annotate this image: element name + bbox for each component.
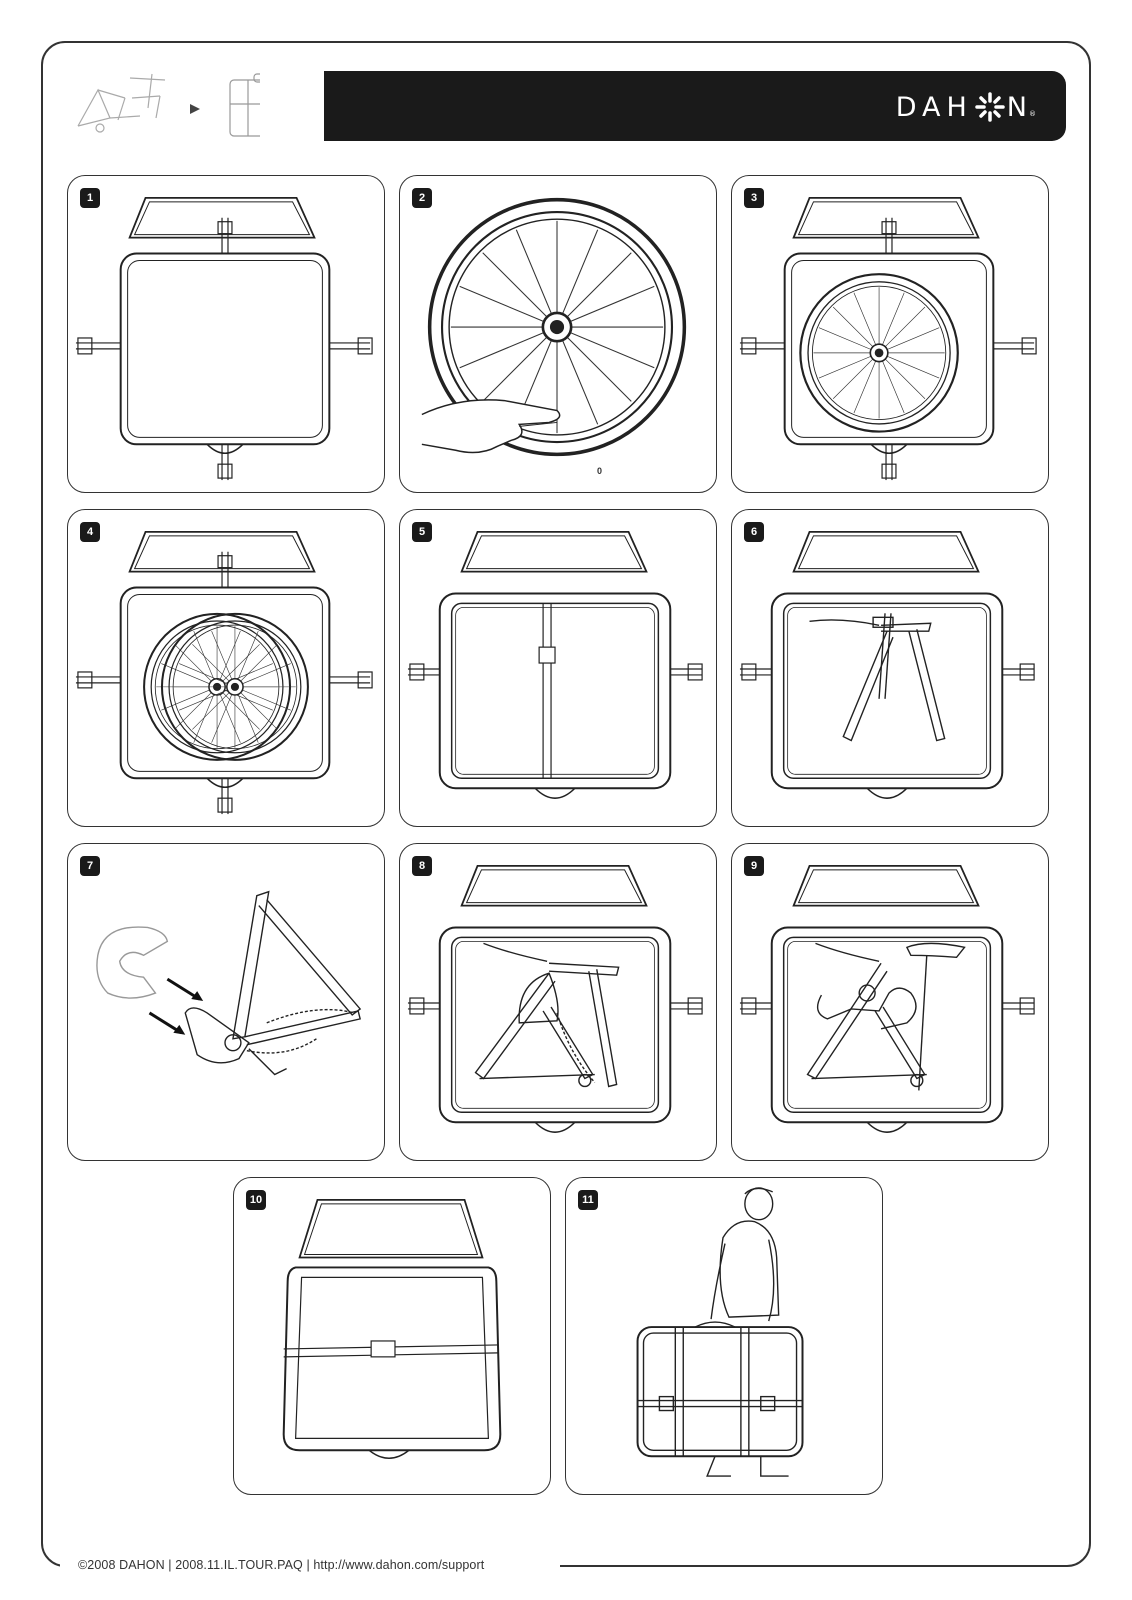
step-panel-3: 3 (731, 175, 1049, 493)
step-number-badge: 4 (80, 522, 100, 542)
case-lid-strapped-illustration (282, 1198, 502, 1459)
person-carrying-case-illustration (636, 1187, 804, 1477)
chainring-cover-icon (96, 926, 169, 999)
step-panel-11: 11 (565, 1177, 883, 1495)
registered-mark: ® (1029, 110, 1036, 118)
brand-suffix: N (1006, 91, 1033, 123)
open-empty-case-illustration (74, 196, 374, 482)
folded-bike-icon (77, 73, 166, 133)
case-with-frame-illustration (406, 864, 704, 1134)
step-panel-8: 8 (399, 843, 717, 1161)
step-number-badge: 9 (744, 856, 764, 876)
step-panel-9: 9 (731, 843, 1049, 1161)
step-panel-1: 1 (67, 175, 385, 493)
case-with-frame-and-saddle-illustration (738, 864, 1036, 1134)
footer-text: ©2008 DAHON | 2008.11.IL.TOUR.PAQ | http… (78, 1558, 485, 1572)
step-panel-2: 2 0 (399, 175, 717, 493)
step-panel-5: 5 (399, 509, 717, 827)
header-bar-cap (324, 71, 366, 141)
step-number-badge: 10 (246, 1190, 266, 1210)
step-number-badge: 5 (412, 522, 432, 542)
brand-logo: DAH N ® (896, 91, 1036, 123)
header-bar: DAH N ® (324, 71, 1066, 141)
deflate-wheel-illustration (421, 197, 687, 457)
play-arrow-icon (190, 104, 200, 114)
case-with-divider-strap-illustration (406, 530, 704, 800)
step-number-badge: 3 (744, 188, 764, 208)
step-number-badge: 2 (412, 188, 432, 208)
footer-mask (60, 1556, 560, 1580)
case-with-fork-and-bars-illustration (738, 530, 1036, 800)
sun-logo-icon (975, 92, 1005, 122)
step-panel-10: 10 (233, 1177, 551, 1495)
case-with-two-wheels-illustration (74, 530, 374, 816)
header-thumb-cut (260, 68, 324, 144)
step-number-badge: 7 (80, 856, 100, 876)
step-note: 0 (597, 466, 603, 476)
case-with-one-wheel-illustration (738, 196, 1038, 482)
step-panel-7: 7 (67, 843, 385, 1161)
step-number-badge: 11 (578, 1190, 598, 1210)
step-number-badge: 6 (744, 522, 764, 542)
step-panel-6: 6 (731, 509, 1049, 827)
step-number-badge: 8 (412, 856, 432, 876)
step-panel-4: 4 (67, 509, 385, 827)
brand-prefix: DAH (895, 91, 973, 123)
protect-chainring-illustration (96, 890, 362, 1076)
page-frame (41, 41, 1091, 1567)
step-number-badge: 1 (80, 188, 100, 208)
